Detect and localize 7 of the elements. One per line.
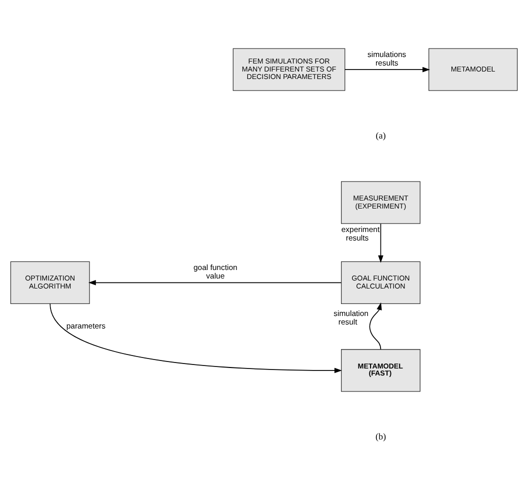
arrow [369,302,382,350]
label: (a) [376,130,386,140]
arrow [88,280,342,286]
arrow [50,303,342,374]
arrow [378,223,384,263]
arrow [344,66,430,72]
label: (b) [375,431,386,442]
